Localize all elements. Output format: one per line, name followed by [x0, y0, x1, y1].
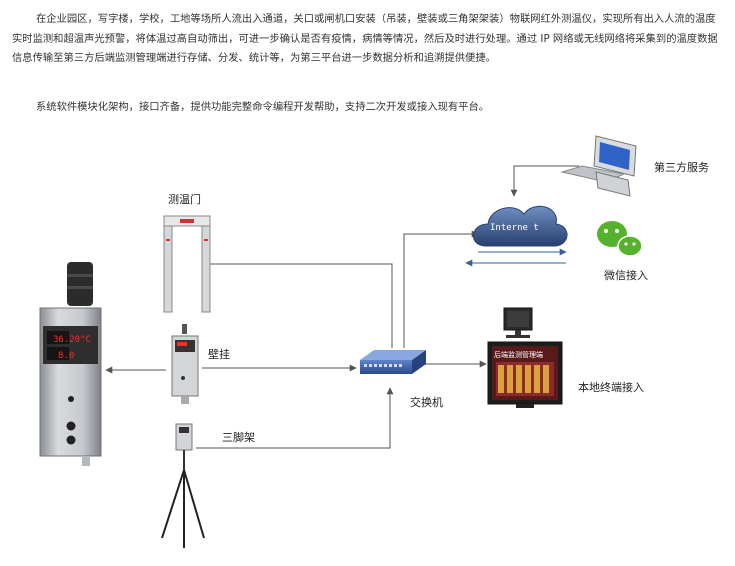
device-temp-readout: 36.20°C [53, 335, 91, 345]
device-count-readout: 8.0 [58, 351, 74, 361]
wechat-label: 微信接入 [604, 269, 648, 282]
wechat-icon [597, 221, 643, 257]
monitor-screen-title: 后端监测管理端 [494, 350, 543, 359]
temperature-terminal-device: 36.20°C 8.0 [39, 262, 102, 466]
local-terminal-label: 本地终端接入 [578, 381, 644, 394]
switch-label: 交换机 [410, 396, 443, 409]
gate-to-switch-line [210, 263, 393, 348]
wall-mount-unit [171, 324, 199, 404]
tripod-to-switch-line [196, 387, 394, 449]
third-party-label: 第三方服务 [654, 161, 709, 174]
third-party-computer [560, 135, 637, 197]
internet-cloud: Interne t [473, 205, 568, 247]
wall-mount-label: 壁挂 [208, 348, 230, 361]
internet-wechat-arrows [465, 248, 567, 267]
local-terminal: 后端监测管理端 [487, 307, 563, 408]
switch-to-internet-line [403, 230, 479, 348]
intro-paragraph-2: 系统软件模块化架构，接口齐备，提供功能完整命令编程开发帮助，支持二次开发或接入现… [36, 101, 490, 113]
intro-paragraph-1: 在企业园区，写字楼，学校，工地等场所人流出入通道，关口或闸机口安装（吊装，壁装或… [12, 13, 718, 64]
internet-label: Interne t [490, 223, 539, 233]
temp-gate-label: 测温门 [168, 193, 201, 206]
tripod-label: 三脚架 [222, 431, 255, 444]
connection-lines [105, 165, 579, 449]
tripod-unit [161, 423, 205, 548]
network-switch [360, 350, 426, 374]
thirdparty-to-internet-line [510, 165, 579, 197]
temperature-gate [163, 215, 211, 313]
